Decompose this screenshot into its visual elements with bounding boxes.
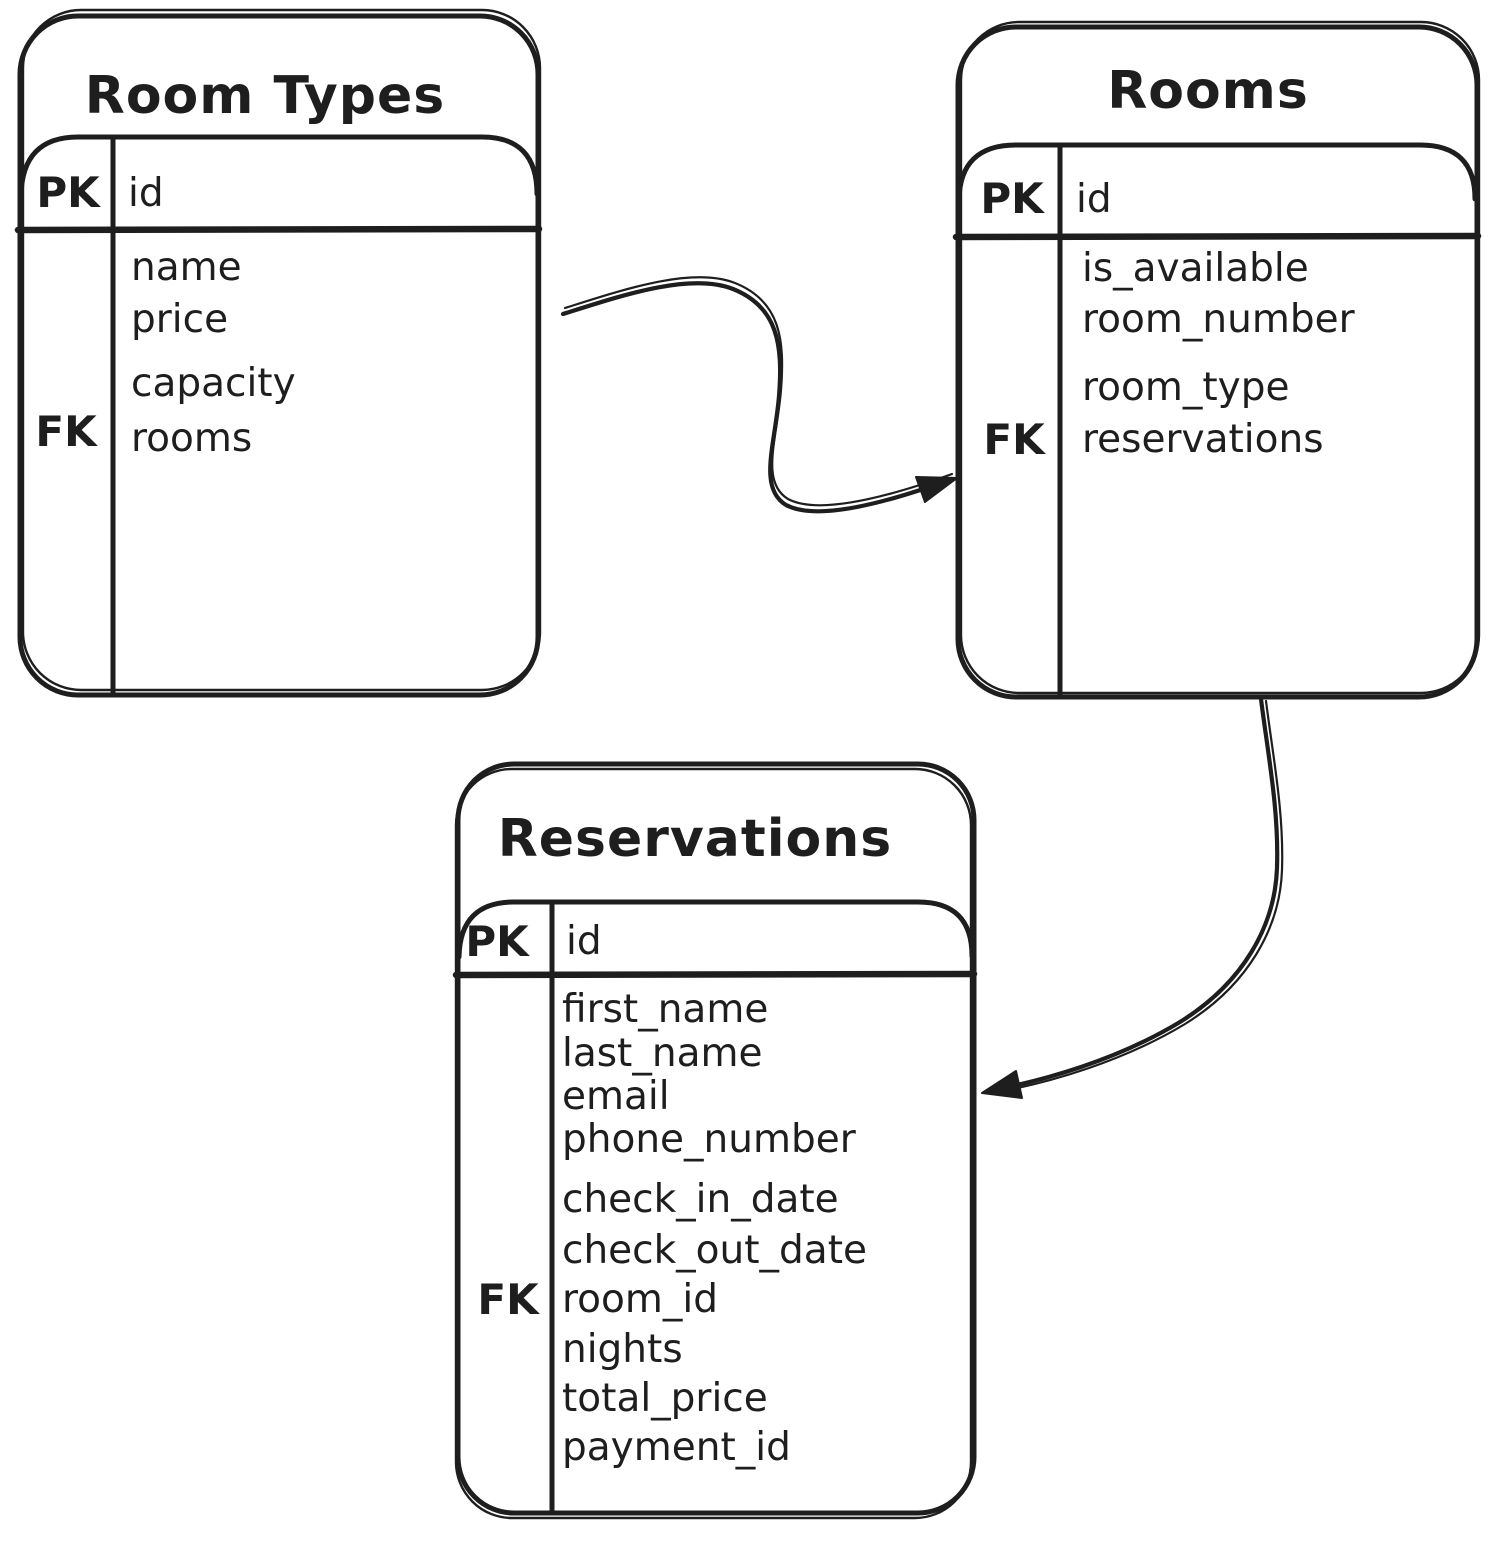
table-rooms: Rooms PK id is_available room_number roo… xyxy=(952,20,1482,700)
arrowhead-icon xyxy=(981,1070,1023,1099)
table-room-types: Room Types PK id name price capacity FK … xyxy=(14,8,543,698)
table-outline-sketch xyxy=(959,20,1481,695)
field-name: room_number xyxy=(1082,297,1356,342)
field-name: id xyxy=(128,171,164,216)
relation-line xyxy=(985,696,1280,1094)
field-name: email xyxy=(562,1074,670,1119)
relation-line-sketch xyxy=(563,276,954,507)
field-name: id xyxy=(566,919,602,964)
field-name: price xyxy=(131,297,228,342)
relation-rooms-to-reservations xyxy=(981,696,1284,1099)
field-name: total_price xyxy=(562,1376,768,1421)
field-name: last_name xyxy=(562,1031,762,1076)
table-outline xyxy=(17,13,541,698)
header-top-border xyxy=(456,899,975,960)
field-name: rooms xyxy=(131,416,252,461)
field-name: phone_number xyxy=(562,1117,857,1162)
field-name: payment_id xyxy=(562,1425,791,1470)
field-name: check_out_date xyxy=(562,1228,867,1273)
relation-line xyxy=(560,281,955,514)
pk-label: PK xyxy=(36,168,101,217)
field-name: name xyxy=(131,245,242,290)
table-outline xyxy=(955,24,1480,700)
table-outline xyxy=(455,761,977,1516)
field-name: room_type xyxy=(1082,365,1290,410)
table-title: Room Types xyxy=(85,66,445,126)
header-top-border xyxy=(956,142,1478,203)
field-name: reservations xyxy=(1082,417,1324,462)
table-title: Reservations xyxy=(498,809,893,869)
fk-label: FK xyxy=(477,1275,540,1324)
field-name: room_id xyxy=(562,1277,718,1322)
field-name: is_available xyxy=(1082,246,1309,291)
field-name: check_in_date xyxy=(562,1177,839,1222)
fk-label: FK xyxy=(983,415,1046,464)
field-name: nights xyxy=(562,1327,683,1372)
pk-label: PK xyxy=(465,917,530,966)
table-title: Rooms xyxy=(1107,61,1309,121)
header-top-border xyxy=(18,134,540,199)
field-name: first_name xyxy=(562,987,768,1032)
relation-room-types-to-rooms xyxy=(560,276,958,514)
header-bottom-border xyxy=(14,225,543,234)
field-name: id xyxy=(1076,177,1112,222)
fk-label: FK xyxy=(35,407,98,456)
relation-line-sketch xyxy=(995,699,1284,1094)
header-bottom-border xyxy=(452,970,978,979)
field-name: capacity xyxy=(131,361,296,406)
arrowhead-icon xyxy=(915,476,958,503)
table-reservations: Reservations PK id first_name last_name … xyxy=(452,761,978,1520)
pk-label: PK xyxy=(980,174,1045,223)
header-bottom-border xyxy=(952,232,1482,241)
